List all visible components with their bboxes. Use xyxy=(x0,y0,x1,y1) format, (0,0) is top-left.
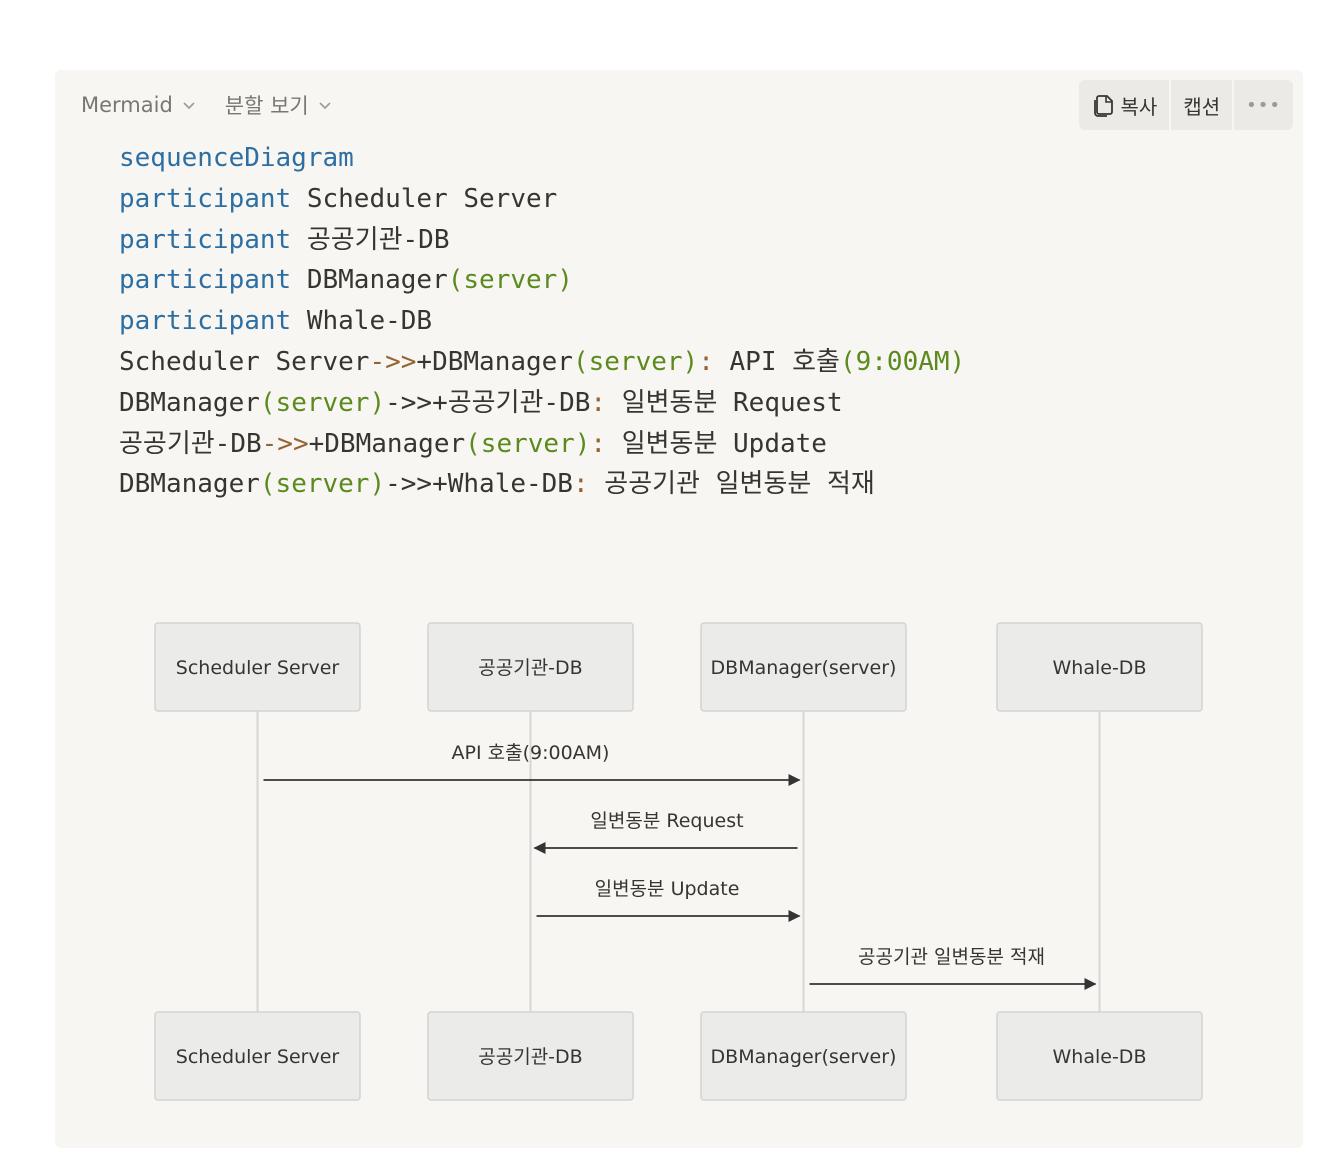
participant-box-top: Whale-DB xyxy=(996,622,1203,712)
participant-rect xyxy=(996,622,1203,712)
code-line: Scheduler Server->>+DBManager(server): A… xyxy=(119,342,965,383)
message-label: 일변동분 Request xyxy=(590,810,743,832)
language-dropdown[interactable]: Mermaid xyxy=(81,93,197,117)
code-token: Scheduler Server xyxy=(291,183,558,214)
code-token: participant xyxy=(119,306,292,337)
participant-label: Whale-DB xyxy=(1053,657,1147,679)
copy-label: 복사 xyxy=(1120,94,1158,119)
code-token: 공공기관-DB xyxy=(119,428,262,459)
code-token: +DBManager xyxy=(308,428,466,459)
code-token: participant xyxy=(119,224,292,255)
participant-label: DBManager(server) xyxy=(711,657,897,679)
participant-box-top: 공공기관-DB xyxy=(427,622,634,712)
copy-button[interactable]: 복사 xyxy=(1079,80,1172,130)
code-token: ->>+공공기관-DB xyxy=(385,387,591,418)
view-mode-dropdown[interactable]: 분할 보기 xyxy=(225,90,333,120)
code-token: Scheduler Server xyxy=(119,346,370,377)
participant-label: 공공기관-DB xyxy=(478,657,582,679)
code-token: DBManager xyxy=(291,265,448,296)
code-token: 공공기관-DB xyxy=(291,224,450,255)
chevron-down-icon xyxy=(183,102,195,110)
code-line: 공공기관-DB->>+DBManager(server): 일변동분 Updat… xyxy=(119,424,965,465)
participant-rect xyxy=(700,622,907,712)
message-label: 일변동분 Update xyxy=(595,878,740,900)
code-token: (server) xyxy=(465,428,591,459)
code-token: participant xyxy=(119,265,292,296)
code-token: ->> xyxy=(261,428,309,459)
participant-box-bottom: 공공기관-DB xyxy=(427,1011,634,1101)
code-line: participant DBManager(server) xyxy=(119,260,965,301)
participant-label: 공공기관-DB xyxy=(478,1046,582,1068)
copy-icon xyxy=(1093,95,1113,117)
language-label: Mermaid xyxy=(81,93,173,117)
code-block-toolbar-left: Mermaid 분할 보기 xyxy=(81,90,333,120)
participant-label: Whale-DB xyxy=(1053,1046,1147,1068)
code-token: 일변동분 Update xyxy=(606,428,827,459)
code-token: 일변동분 Request xyxy=(606,387,843,418)
code-token: (server) xyxy=(259,387,386,418)
code-line: sequenceDiagram xyxy=(119,138,965,179)
code-token: (server) xyxy=(447,265,573,296)
participant-box-bottom: DBManager(server) xyxy=(700,1011,907,1101)
participant-label: Scheduler Server xyxy=(176,1046,340,1068)
participant-label: DBManager(server) xyxy=(711,1046,897,1068)
participant-rect xyxy=(700,1011,907,1101)
code-line: participant Scheduler Server xyxy=(119,179,965,220)
code-token: : xyxy=(572,469,589,500)
message-label: 공공기관 일변동분 적재 xyxy=(858,946,1045,968)
participant-rect xyxy=(996,1011,1203,1101)
code-line: DBManager(server)->>+공공기관-DB: 일변동분 Reque… xyxy=(119,383,965,424)
sequence-diagram: Scheduler Server 공공기관-DB DBManager(server)… xyxy=(154,622,1203,1101)
code-token: (server) xyxy=(572,346,699,377)
code-token: ->>+Whale-DB xyxy=(385,469,573,500)
code-token: : xyxy=(698,346,714,377)
code-line: participant 공공기관-DB xyxy=(119,220,965,261)
code-line: DBManager(server)->>+Whale-DB: 공공기관 일변동분… xyxy=(119,464,965,505)
code-token: DBManager xyxy=(119,387,260,418)
participant-rect xyxy=(154,622,361,712)
participant-rect xyxy=(427,622,634,712)
message-label: API 호출(9:00AM) xyxy=(452,742,610,764)
participant-box-bottom: Scheduler Server xyxy=(154,1011,361,1101)
participant-label: Scheduler Server xyxy=(176,657,340,679)
code-token: DBManager xyxy=(119,469,260,500)
code-block: Mermaid 분할 보기 복사 캡션 ••• sequenc xyxy=(55,70,1303,1148)
chevron-down-icon xyxy=(319,102,331,110)
caption-label: 캡션 xyxy=(1183,94,1221,119)
more-options-button[interactable]: ••• xyxy=(1234,80,1293,130)
participant-box-top: Scheduler Server xyxy=(154,622,361,712)
code-token: : xyxy=(590,428,607,459)
participant-box-top: DBManager(server) xyxy=(700,622,907,712)
participant-rect xyxy=(427,1011,634,1101)
view-mode-label: 분할 보기 xyxy=(224,94,309,118)
code-token: sequenceDiagram xyxy=(119,143,354,173)
code-token: 공공기관 일변동분 적재 xyxy=(588,469,875,500)
participant-box-bottom: Whale-DB xyxy=(996,1011,1203,1101)
code-line: participant Whale-DB xyxy=(119,301,965,342)
code-token: (server) xyxy=(259,469,386,500)
code-token: participant xyxy=(119,183,292,214)
code-block-toolbar-right: 복사 캡션 ••• xyxy=(1078,80,1293,130)
caption-button[interactable]: 캡션 xyxy=(1171,80,1235,130)
code-token: (9:00AM) xyxy=(839,346,966,377)
code-token: Whale-DB xyxy=(291,306,433,337)
code-editor[interactable]: sequenceDiagram participant Scheduler Ser… xyxy=(119,138,965,505)
more-icon: ••• xyxy=(1246,94,1281,116)
code-token: ->> xyxy=(369,346,417,377)
code-token: API 호출 xyxy=(713,346,840,377)
code-token: +DBManager xyxy=(416,346,573,377)
participant-rect xyxy=(154,1011,361,1101)
code-token: : xyxy=(590,387,607,418)
